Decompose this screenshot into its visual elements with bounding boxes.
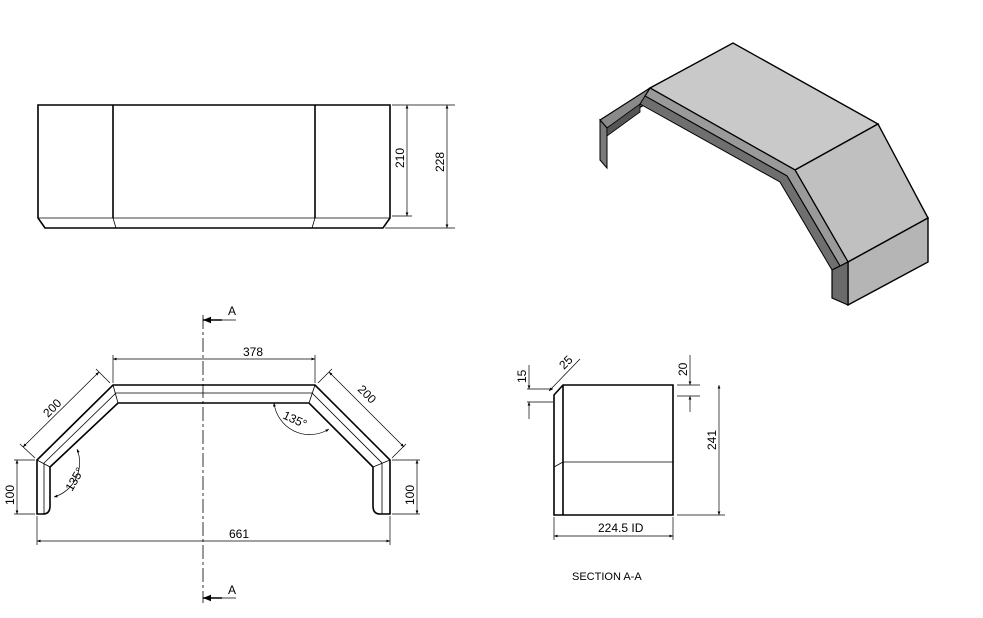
section-marker-bottom: A [228,583,236,597]
isometric-view [599,42,929,307]
dim-100-right: 100 [403,485,417,505]
section-view: 15 25 20 241 224.5 ID SECTION A-A [515,353,725,583]
top-view: 210 228 [37,104,455,229]
dim-378: 378 [243,345,263,359]
dim-210: 210 [393,148,407,168]
dim-200-right: 200 [355,382,379,406]
dim-224-5-id: 224.5 ID [598,521,644,535]
angle-135-right: 135° [281,408,310,431]
dim-661: 661 [229,527,249,541]
dim-228: 228 [433,152,447,172]
dim-25: 25 [556,353,576,373]
dim-200-left: 200 [40,396,64,420]
section-title: SECTION A-A [572,571,642,583]
dim-15: 15 [515,369,529,383]
plan-view: A A 378 200 200 135° 135° 100 100 661 [3,304,420,603]
dim-100-left: 100 [3,485,17,505]
dim-20: 20 [676,362,690,376]
section-marker-top: A [228,304,236,318]
dim-241: 241 [705,430,719,450]
angle-135-left: 135° [62,465,87,494]
